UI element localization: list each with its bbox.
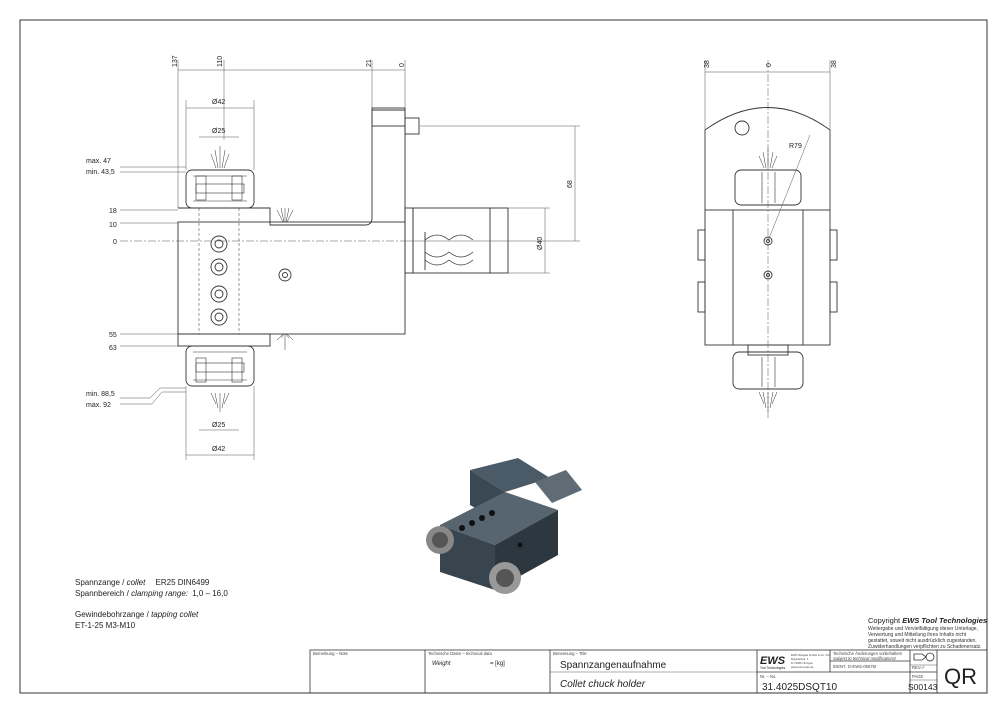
tb-ident-label: IDENT.: [833, 664, 846, 669]
note-clamping-range: Spannbereich / clamping range: 1,0 – 16,…: [75, 589, 228, 598]
front-dimension-lines: [120, 60, 580, 460]
tb-remark-label: Bemerkung – Note: [313, 651, 349, 656]
shank: [412, 207, 509, 274]
collet-nut-top: [185, 169, 255, 209]
dim-63: 63: [109, 345, 117, 352]
tb-page-no: S00143: [908, 682, 938, 692]
collet-nut-bottom: [185, 345, 255, 387]
dim-0-left: 0: [113, 239, 117, 246]
dim-38-right: 38: [831, 60, 838, 68]
ews-logo-box: [759, 652, 789, 670]
tb-weight-label: Weight: [432, 661, 451, 667]
dim-r79: R79: [789, 143, 802, 150]
dim-137: 137: [172, 55, 179, 67]
note-tapping-collet: Gewindebohrzange / tapping collet: [75, 610, 199, 619]
dim-21: 21: [366, 59, 373, 67]
tb-no-label: Nr. – No.: [760, 674, 777, 679]
dim-max47: max. 47: [86, 158, 111, 165]
dim-dia40: Ø40: [537, 237, 544, 250]
dim-dia42-top: Ø42: [212, 99, 225, 106]
dim-min43-5: min. 43,5: [86, 169, 115, 176]
front-view: [177, 107, 509, 412]
copyright-line-4: Zuwiderhandlungen verpflichten zu Schade…: [868, 644, 982, 650]
tb-ident-value: D-EWS-05576I: [848, 664, 876, 669]
tb-tech-label: Technische Daten – technical data: [428, 651, 492, 656]
side-body: [704, 209, 831, 346]
dim-68: 68: [567, 180, 574, 188]
note-tapping-value: ET-1-25 M3-M10: [75, 621, 136, 630]
title-block: [309, 649, 988, 694]
dim-38-left: 38: [704, 60, 711, 68]
tb-qr-label: QR: [944, 664, 977, 689]
tb-rev-label: REV.: [912, 665, 921, 670]
dim-0-side: 0: [766, 63, 773, 67]
ews-logo: EWS: [760, 655, 786, 667]
tb-company-2: Maybachstr. 1: [791, 657, 809, 661]
dim-10: 10: [109, 222, 117, 229]
ews-logo-sub: Tool Technologies: [760, 666, 786, 670]
main-body: [177, 221, 406, 335]
isometric-view: [426, 458, 582, 594]
dim-55: 55: [109, 332, 117, 339]
tb-title-en: Collet chuck holder: [560, 679, 646, 690]
dim-max92: max. 92: [86, 402, 111, 409]
note-collet: Spannzange / collet ER25 DIN6499: [75, 578, 210, 587]
tb-article-no: 31.4025DSQT10: [762, 682, 837, 693]
tb-company-3: D-73066 Uhingen: [791, 661, 813, 665]
tb-rev-value: -/-: [921, 665, 926, 670]
dim-dia42-bottom: Ø42: [212, 446, 225, 453]
dim-dia25-top: Ø25: [212, 128, 225, 135]
dim-110: 110: [217, 56, 224, 67]
dim-min88-5: min. 88,5: [86, 391, 115, 398]
tb-weight-value: = [kg]: [490, 661, 505, 667]
copyright-line-2: Verwertung und Mitteilung ihres Inhalts …: [868, 632, 967, 638]
copyright-title: Copyright EWS Tool Technologies: [868, 616, 987, 625]
dim-dia25-bottom: Ø25: [212, 422, 225, 429]
tb-title-de: Spannzangenaufnahme: [560, 660, 667, 671]
side-dimension-lines: [704, 60, 831, 420]
tb-company-4: www.ews-tools.de: [791, 665, 814, 669]
copyright-line-1: Weitergabe und Vervielfältigung dieser U…: [868, 626, 978, 632]
tb-changes-en: Subject to technical modifications!: [833, 656, 897, 661]
dim-18: 18: [109, 208, 117, 215]
copyright-line-3: gestattet, soweit nicht ausdrücklich zug…: [868, 638, 977, 644]
tb-name-label: Benennung – Title: [553, 651, 587, 656]
dim-0-top: 0: [399, 63, 406, 67]
side-view: [697, 107, 838, 412]
tb-page-label: PAGE: [912, 674, 924, 679]
tb-company-1: EWS Weigele GmbH & Co. KG: [791, 653, 830, 657]
tb-changes-de: Technische Änderungen vorbehalten!: [833, 651, 902, 656]
